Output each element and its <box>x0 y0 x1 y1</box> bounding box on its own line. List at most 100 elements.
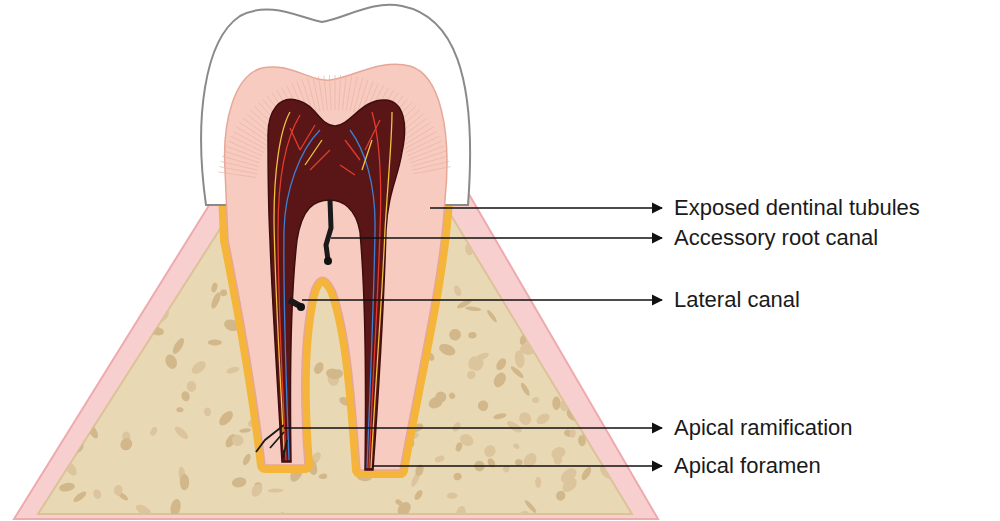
bone-pore <box>143 227 164 247</box>
tubule <box>346 76 351 111</box>
dentin <box>225 64 447 470</box>
bone-pore <box>585 414 601 426</box>
bone-pore <box>23 460 38 474</box>
bone-pore <box>559 400 569 412</box>
bone-pore <box>33 260 49 274</box>
tubule <box>412 156 448 166</box>
bone-pore <box>448 391 457 400</box>
bone-pore <box>532 397 540 404</box>
bone-pore <box>231 476 247 488</box>
bone-pore <box>618 290 632 307</box>
bone-pore <box>612 333 627 348</box>
bone-pore <box>599 430 613 441</box>
bone-pore <box>74 223 89 238</box>
bone-pore <box>514 250 526 260</box>
leader-lines <box>284 208 662 466</box>
bone-pore <box>560 231 570 242</box>
bone-pore <box>580 465 593 481</box>
bone-pore <box>569 252 583 266</box>
bone-pore <box>113 484 123 496</box>
bone-pore <box>625 262 632 269</box>
bone-pore <box>557 336 566 347</box>
tubule <box>220 167 257 174</box>
bone-pore <box>512 442 520 449</box>
bone-pore <box>169 498 182 517</box>
bone-pore <box>275 511 285 520</box>
callout-label: Apical ramification <box>674 416 853 440</box>
bone-pore <box>100 259 109 271</box>
bone-pore <box>129 220 140 231</box>
bone-pore <box>577 274 591 282</box>
bone-pore <box>25 489 35 500</box>
bone-pore <box>519 334 527 345</box>
cementum <box>225 196 447 470</box>
bone-pore <box>579 211 590 223</box>
tubule <box>413 167 450 174</box>
bone-pore <box>458 432 476 449</box>
bone-pore <box>202 220 212 231</box>
bone-pore <box>598 319 608 334</box>
bone-pore <box>538 309 547 318</box>
callout-label: Apical foramen <box>674 454 821 478</box>
bone-pore <box>468 332 477 339</box>
bone-pore <box>49 240 57 246</box>
bone-pore <box>546 368 553 376</box>
bone-pore <box>73 328 81 333</box>
tubule <box>221 161 258 170</box>
bone-pore <box>555 490 567 502</box>
bone-pore <box>543 256 558 265</box>
bone-pore <box>99 322 114 335</box>
bone-pore <box>50 331 58 345</box>
tubule <box>329 75 331 110</box>
bone-pore <box>546 244 556 255</box>
bone-pore <box>395 499 413 518</box>
apical-ramification <box>256 425 287 458</box>
bone-pore <box>621 228 634 244</box>
bone-pore <box>521 451 539 470</box>
bone-pore <box>486 309 498 324</box>
bone-pore <box>208 340 222 346</box>
tubule <box>233 132 266 150</box>
pulp-vessels <box>274 112 392 468</box>
bone-pore <box>97 334 104 338</box>
callout-label: Lateral canal <box>674 288 800 312</box>
bone-pore <box>35 236 48 245</box>
tubule <box>343 76 347 111</box>
bone-pore <box>86 423 101 440</box>
bone-pore <box>558 465 579 486</box>
tubule <box>236 127 268 146</box>
bone-pore <box>599 214 608 224</box>
bone-pore <box>597 376 608 388</box>
bone-pore <box>447 493 458 499</box>
bone-pore <box>175 264 191 279</box>
bone-pore <box>464 243 473 256</box>
bone-pore <box>535 477 541 488</box>
bone-pore <box>119 354 129 364</box>
bone-pore <box>113 321 129 339</box>
bone-pore <box>553 456 562 465</box>
bone-pore <box>57 286 67 298</box>
tubule <box>410 151 446 163</box>
bone-pore <box>505 419 523 435</box>
bone-pore <box>92 353 106 368</box>
tubule <box>231 136 265 152</box>
tubule <box>354 78 363 112</box>
bone-pore <box>509 365 525 380</box>
callout-label: Accessory root canal <box>674 226 878 250</box>
callout-label: Exposed dentinal tubules <box>674 196 920 220</box>
bone-pore <box>180 474 190 491</box>
bone-pore <box>96 264 110 278</box>
tubule <box>335 75 336 110</box>
bone-pore <box>163 353 179 371</box>
bone-pore <box>631 221 642 228</box>
bone-pore <box>92 488 102 500</box>
accessory-canal <box>326 200 331 260</box>
bone-pore <box>118 436 135 453</box>
bone-pore <box>312 361 325 376</box>
bone-pore <box>482 443 498 459</box>
bone-pore <box>64 461 79 478</box>
bone-pore <box>142 200 157 216</box>
bone-pore <box>33 276 39 284</box>
bone-pore <box>118 212 131 222</box>
